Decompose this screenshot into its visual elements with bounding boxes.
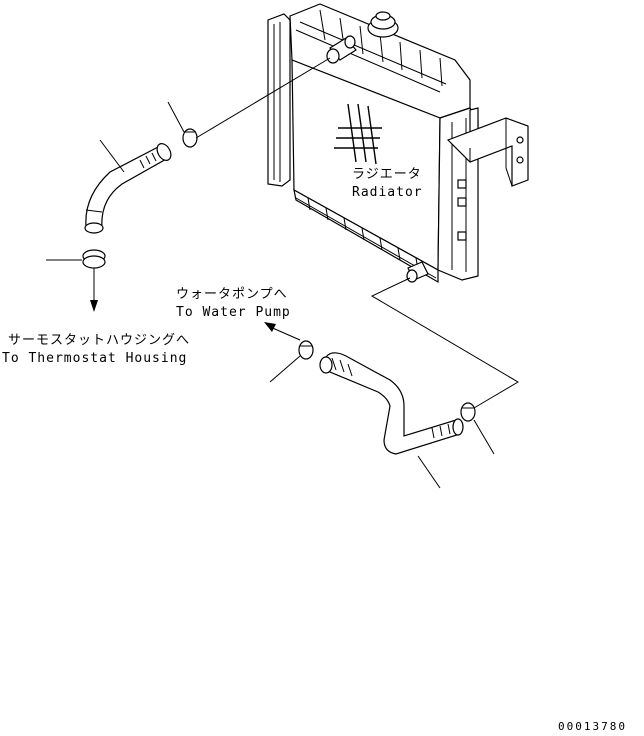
- upper-clamp-thermostat: [46, 249, 106, 269]
- thermostat-label-en: To Thermostat Housing: [2, 351, 187, 366]
- radiator: [267, 3, 529, 284]
- lower-clamp-pump: [269, 340, 314, 383]
- water-pump-arrow: [264, 322, 301, 341]
- thermostat-arrow: [90, 268, 98, 312]
- lower-clamp-radiator: [460, 402, 495, 455]
- water-pump-label-en: To Water Pump: [176, 305, 291, 320]
- radiator-label-ja: ラジエータ: [352, 167, 422, 182]
- drawing-number: 00013780: [558, 720, 627, 733]
- radiator-label-en: Radiator: [352, 185, 423, 200]
- lower-hose: [319, 352, 464, 489]
- thermostat-label-ja: サーモスタットハウジングへ: [8, 333, 190, 348]
- lower-connection-line: [370, 277, 519, 409]
- upper-clamp-radiator: [167, 101, 198, 148]
- upper-hose: [84, 139, 172, 234]
- water-pump-label-ja: ウォータポンプへ: [176, 287, 288, 302]
- upper-connection-line: [195, 57, 331, 139]
